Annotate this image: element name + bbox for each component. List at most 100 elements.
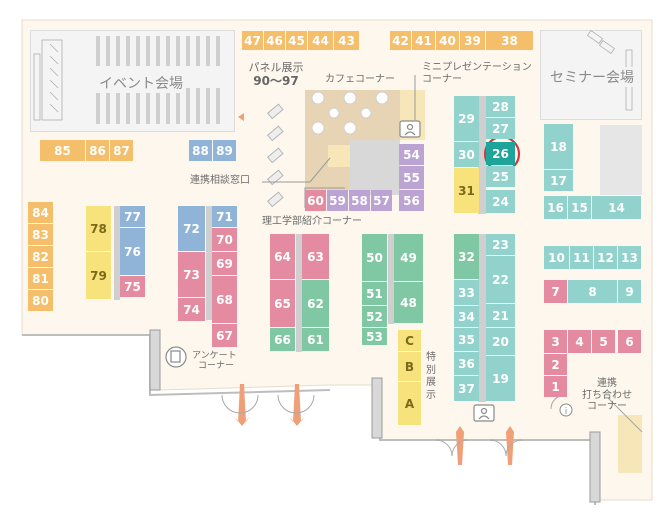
pillar bbox=[371, 377, 383, 439]
booth-42[interactable]: 42 bbox=[390, 31, 411, 50]
mini-presentation-label: ミニプレゼンテーション コーナー bbox=[422, 62, 532, 85]
booth-6[interactable]: 6 bbox=[618, 330, 641, 353]
booth-51[interactable]: 51 bbox=[362, 282, 387, 305]
booth-14[interactable]: 14 bbox=[592, 196, 641, 219]
booth-29[interactable]: 29 bbox=[454, 96, 479, 141]
booth-47[interactable]: 47 bbox=[242, 31, 263, 50]
booth-81[interactable]: 81 bbox=[28, 268, 53, 289]
booth-25[interactable]: 25 bbox=[486, 166, 515, 187]
booth-67[interactable]: 67 bbox=[212, 324, 237, 347]
meeting-corner-label: 連携 打ち合わせ コーナー bbox=[582, 378, 632, 413]
booth-61[interactable]: 61 bbox=[302, 328, 329, 351]
booth-17[interactable]: 17 bbox=[544, 170, 573, 191]
booth-60[interactable]: 60 bbox=[305, 190, 326, 211]
booth-56[interactable]: 56 bbox=[399, 190, 424, 211]
science-corner-label: 理工学部紹介コーナー bbox=[262, 216, 362, 227]
booth-87[interactable]: 87 bbox=[110, 140, 133, 161]
booth-21[interactable]: 21 bbox=[486, 304, 515, 327]
booth-62[interactable]: 62 bbox=[302, 280, 329, 327]
booth-33[interactable]: 33 bbox=[454, 280, 479, 305]
meeting-corner-line: コーナー bbox=[587, 401, 627, 412]
booth-59[interactable]: 59 bbox=[327, 190, 348, 211]
booth-57[interactable]: 57 bbox=[371, 190, 392, 211]
booth-44[interactable]: 44 bbox=[308, 31, 333, 50]
booth-7[interactable]: 7 bbox=[544, 280, 567, 303]
booth-77[interactable]: 77 bbox=[120, 206, 145, 227]
booth-86[interactable]: 86 bbox=[86, 140, 109, 161]
booth-65[interactable]: 65 bbox=[270, 280, 295, 327]
booth-5[interactable]: 5 bbox=[592, 330, 615, 353]
booth-24[interactable]: 24 bbox=[486, 190, 515, 213]
booth-75[interactable]: 75 bbox=[120, 276, 145, 297]
booth-2[interactable]: 2 bbox=[544, 354, 567, 375]
booth-79[interactable]: 79 bbox=[86, 252, 111, 299]
booth-A[interactable]: A bbox=[398, 382, 421, 425]
booth-70[interactable]: 70 bbox=[212, 228, 237, 251]
booth-58[interactable]: 58 bbox=[349, 190, 370, 211]
booth-39[interactable]: 39 bbox=[460, 31, 485, 50]
booth-48[interactable]: 48 bbox=[394, 282, 423, 323]
booth-43[interactable]: 43 bbox=[334, 31, 359, 50]
booth-82[interactable]: 82 bbox=[28, 246, 53, 267]
booth-15[interactable]: 15 bbox=[568, 196, 591, 219]
booth-54[interactable]: 54 bbox=[399, 144, 424, 165]
booth-C[interactable]: C bbox=[398, 330, 421, 351]
booth-78[interactable]: 78 bbox=[86, 206, 111, 251]
booth-66[interactable]: 66 bbox=[270, 328, 295, 351]
booth-35[interactable]: 35 bbox=[454, 328, 479, 351]
booth-9[interactable]: 9 bbox=[618, 280, 641, 303]
booth-22[interactable]: 22 bbox=[486, 256, 515, 303]
booth-50[interactable]: 50 bbox=[362, 234, 387, 281]
booth-71[interactable]: 71 bbox=[212, 206, 237, 227]
booth-38[interactable]: 38 bbox=[486, 31, 533, 50]
booth-55[interactable]: 55 bbox=[399, 166, 424, 189]
booth-84[interactable]: 84 bbox=[28, 202, 53, 223]
booth-20[interactable]: 20 bbox=[486, 328, 515, 355]
booth-72[interactable]: 72 bbox=[178, 206, 205, 251]
event-hall-title: イベント会場 bbox=[96, 73, 186, 93]
booth-34[interactable]: 34 bbox=[454, 306, 479, 327]
booth-30[interactable]: 30 bbox=[454, 142, 479, 167]
booth-63[interactable]: 63 bbox=[302, 234, 329, 279]
booth-83[interactable]: 83 bbox=[28, 224, 53, 245]
booth-80[interactable]: 80 bbox=[28, 290, 53, 311]
booth-36[interactable]: 36 bbox=[454, 352, 479, 375]
booth-73[interactable]: 73 bbox=[178, 252, 205, 297]
booth-12[interactable]: 12 bbox=[594, 246, 617, 269]
booth-46[interactable]: 46 bbox=[264, 31, 285, 50]
booth-B[interactable]: B bbox=[398, 352, 421, 381]
booth-31[interactable]: 31 bbox=[454, 168, 479, 213]
booth-16[interactable]: 16 bbox=[544, 196, 567, 219]
booth-49[interactable]: 49 bbox=[394, 234, 423, 281]
booth-10[interactable]: 10 bbox=[544, 246, 569, 269]
booth-4[interactable]: 4 bbox=[568, 330, 591, 353]
booth-3[interactable]: 3 bbox=[544, 330, 567, 353]
booth-28[interactable]: 28 bbox=[486, 96, 515, 117]
booth-76[interactable]: 76 bbox=[120, 228, 145, 275]
booth-52[interactable]: 52 bbox=[362, 306, 387, 327]
booth-45[interactable]: 45 bbox=[286, 31, 307, 50]
booth-11[interactable]: 11 bbox=[570, 246, 593, 269]
booth-85[interactable]: 85 bbox=[40, 140, 85, 161]
booth-18[interactable]: 18 bbox=[544, 124, 573, 169]
booth-40[interactable]: 40 bbox=[436, 31, 459, 50]
booth-69[interactable]: 69 bbox=[212, 252, 237, 275]
booth-8[interactable]: 8 bbox=[568, 280, 617, 303]
booth-41[interactable]: 41 bbox=[412, 31, 435, 50]
booth-13[interactable]: 13 bbox=[618, 246, 641, 269]
booth-68[interactable]: 68 bbox=[212, 276, 237, 323]
booth-37[interactable]: 37 bbox=[454, 376, 479, 401]
booth-64[interactable]: 64 bbox=[270, 234, 295, 279]
booth-27[interactable]: 27 bbox=[486, 118, 515, 139]
booth-53[interactable]: 53 bbox=[362, 328, 387, 345]
booth-23[interactable]: 23 bbox=[486, 234, 515, 255]
booth-19[interactable]: 19 bbox=[486, 356, 515, 401]
booth-74[interactable]: 74 bbox=[178, 298, 205, 321]
booth-88[interactable]: 88 bbox=[189, 140, 212, 161]
booth-1[interactable]: 1 bbox=[544, 376, 567, 397]
booth-26[interactable]: 26 bbox=[486, 142, 515, 165]
pillar bbox=[589, 431, 601, 503]
booth-32[interactable]: 32 bbox=[454, 234, 479, 279]
booth-89[interactable]: 89 bbox=[213, 140, 236, 161]
